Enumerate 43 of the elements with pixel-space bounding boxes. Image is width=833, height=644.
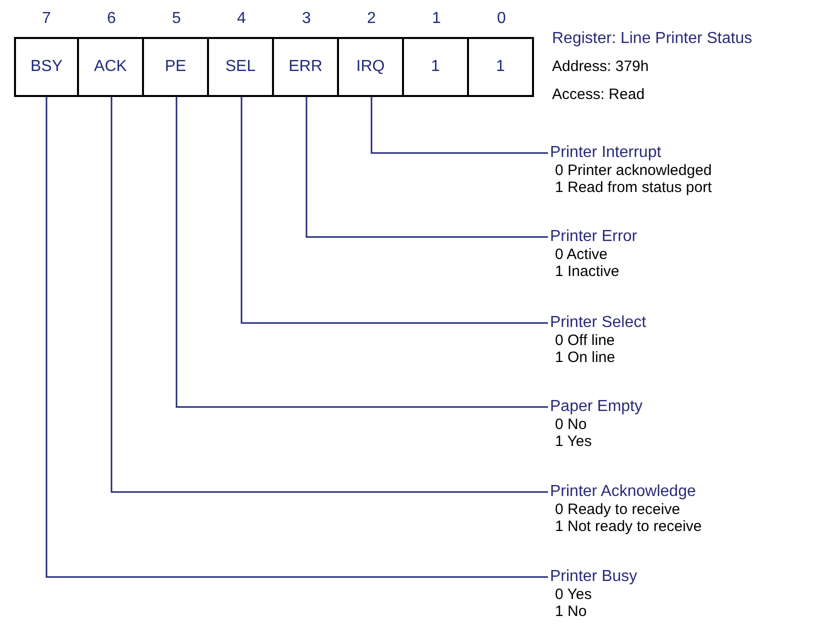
bit-field: BSY xyxy=(14,37,79,97)
register-info: Register: Line Printer Status xyxy=(552,30,752,48)
field-title: Printer Error xyxy=(550,227,638,246)
field-title: Printer Interrupt xyxy=(550,143,662,162)
register-info: Address: 379h xyxy=(552,58,649,75)
bit-number: 7 xyxy=(41,10,52,28)
leader-line xyxy=(46,97,548,578)
bit-number: 1 xyxy=(431,10,442,28)
bit-number: 3 xyxy=(301,10,312,28)
value-description: 1 No xyxy=(555,603,588,620)
bit-field: ACK xyxy=(79,37,144,97)
leader-line xyxy=(176,97,548,408)
value-description: 1 Not ready to receive xyxy=(555,518,702,535)
bit-number: 2 xyxy=(366,10,377,28)
bit-field: IRQ xyxy=(339,37,404,97)
bit-number: 0 xyxy=(496,10,507,28)
value-description: 0 No xyxy=(555,416,588,433)
bit-field: ERR xyxy=(274,37,339,97)
value-description: 0 Active xyxy=(555,246,609,263)
value-description: 1 Yes xyxy=(555,433,593,450)
leader-line xyxy=(306,97,548,238)
value-description: 1 Read from status port xyxy=(555,179,712,196)
bit-number: 5 xyxy=(171,10,182,28)
field-title: Printer Acknowledge xyxy=(550,482,697,501)
bit-number: 4 xyxy=(236,10,247,28)
leader-line xyxy=(370,97,548,154)
bit-field: 1 xyxy=(404,37,469,97)
field-title: Printer Busy xyxy=(550,567,638,586)
leader-line xyxy=(240,97,548,324)
register-info: Access: Read xyxy=(552,86,645,103)
value-description: 0 Ready to receive xyxy=(555,501,682,518)
bit-field: SEL xyxy=(209,37,274,97)
value-description: 1 On line xyxy=(555,349,616,366)
bit-field: PE xyxy=(144,37,209,97)
field-title: Paper Empty xyxy=(550,397,642,416)
value-description: 0 Yes xyxy=(555,586,593,603)
leader-line xyxy=(110,97,548,493)
value-description: 0 Printer acknowledged xyxy=(555,162,712,179)
value-description: 1 Inactive xyxy=(555,263,620,280)
bit-number: 6 xyxy=(106,10,117,28)
value-description: 0 Off line xyxy=(555,332,616,349)
field-title: Printer Select xyxy=(550,313,646,332)
bit-field: 1 xyxy=(469,37,534,97)
